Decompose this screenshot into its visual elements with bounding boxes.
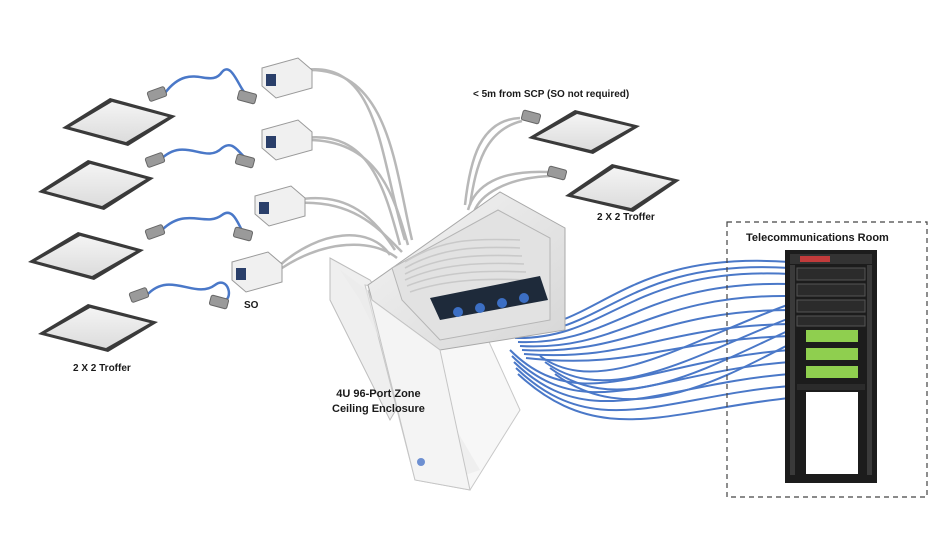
blue-cable-bundle [509, 259, 791, 421]
so-outlet [231, 251, 283, 293]
troffer [38, 160, 154, 210]
so-outlets [231, 57, 313, 293]
so-outlet [261, 57, 313, 99]
troffer [62, 98, 176, 146]
patch-cords [146, 68, 251, 304]
troffers-right [528, 110, 680, 212]
grey-cables [279, 68, 551, 270]
so-label: SO [244, 300, 259, 311]
troffer [38, 304, 158, 352]
so-outlet [254, 185, 306, 227]
rack [785, 250, 877, 483]
enclosure-label-line1: 4U 96-Port Zone [336, 388, 421, 400]
troffer-left-label: 2 X 2 Troffer [73, 363, 131, 374]
zone-enclosure [367, 191, 566, 491]
patch-plugs [128, 86, 568, 310]
telecom-room-label: Telecommunications Room [746, 232, 889, 244]
telecom-room [726, 221, 928, 498]
troffer-right-label: 2 X 2 Troffer [597, 212, 655, 223]
so-outlet [261, 119, 313, 161]
enclosure-label: 4U 96-Port Zone Ceiling Enclosure [332, 387, 425, 417]
troffer [565, 164, 680, 212]
troffers-left [28, 98, 176, 352]
troffer [28, 232, 144, 280]
enclosure-label-line2: Ceiling Enclosure [332, 403, 425, 415]
troffer [528, 110, 640, 154]
scp-note-label: < 5m from SCP (SO not required) [473, 89, 630, 100]
